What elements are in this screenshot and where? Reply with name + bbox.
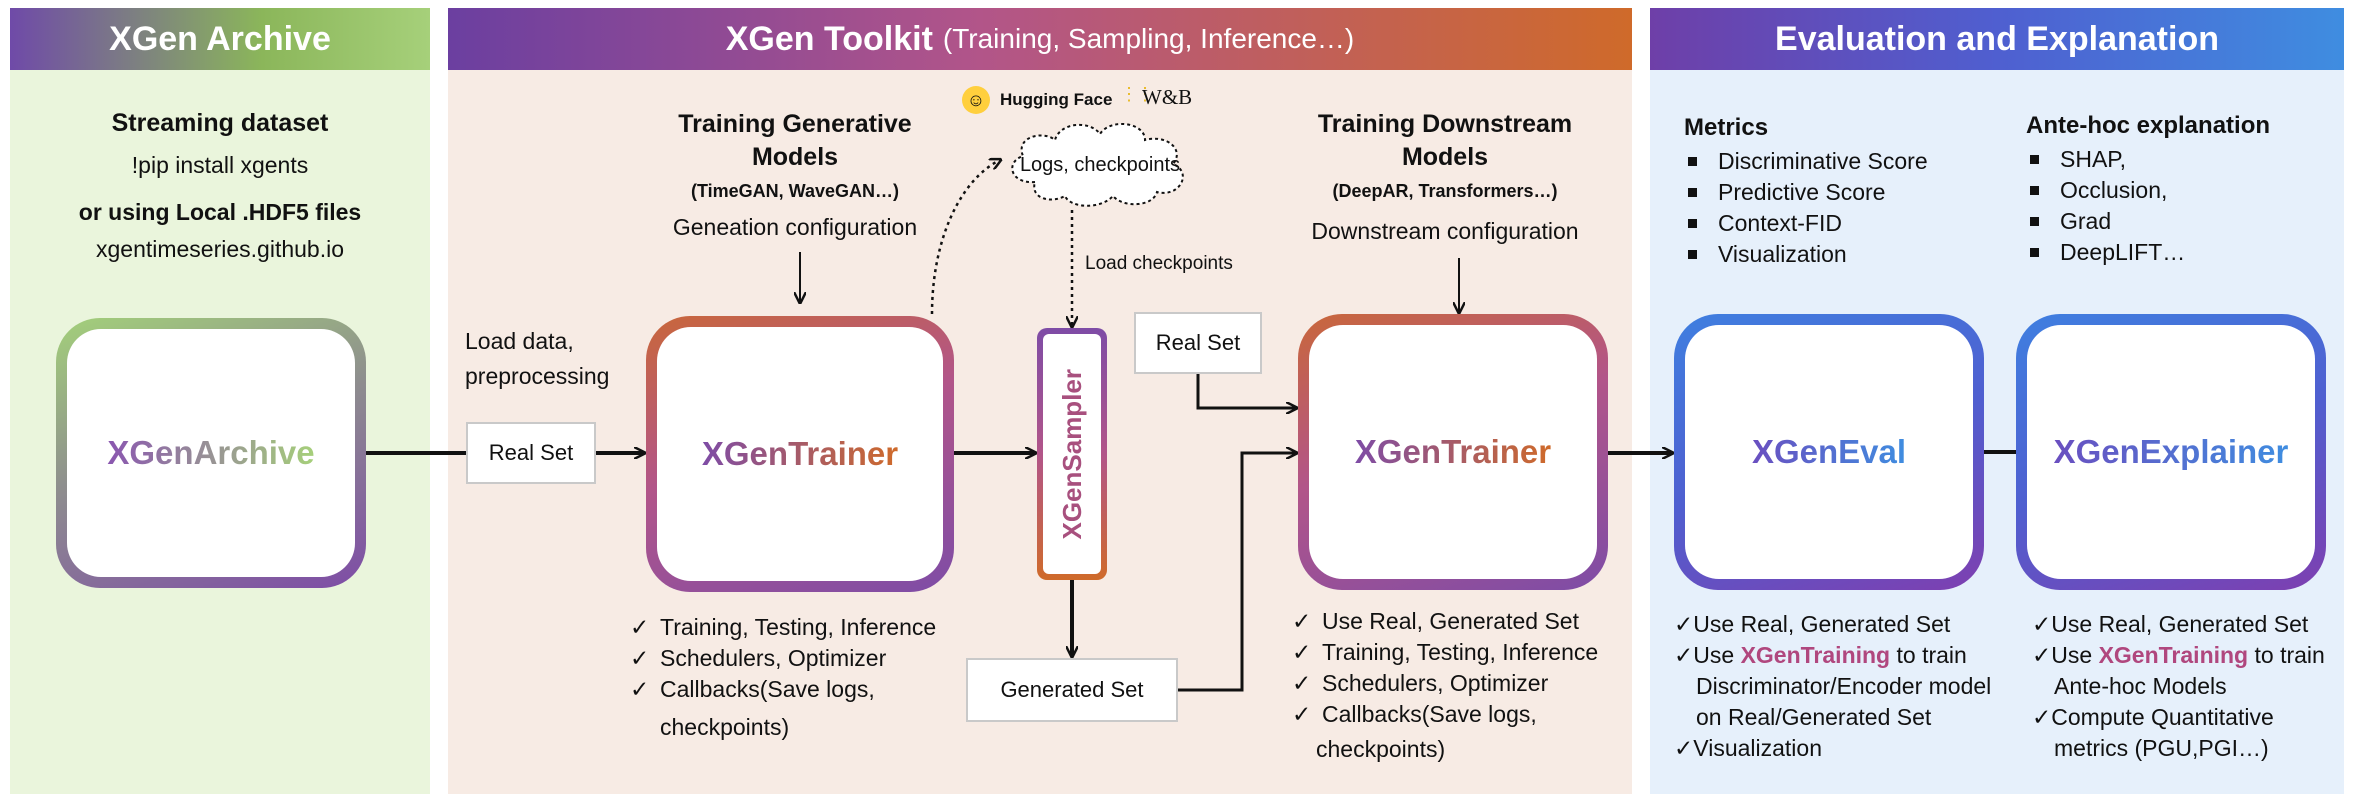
archive-header-title: XGen Archive [109, 19, 331, 58]
generation-config: Geneation configuration [672, 214, 918, 240]
xgentrainer-downstream-box[interactable]: XGenTrainer [1298, 314, 1608, 590]
xgenexplainer-box[interactable]: XGenExplainer [2016, 314, 2326, 590]
archive-site-link[interactable]: xgentimeseries.github.io [95, 236, 345, 262]
real-set-box[interactable]: Real Set [466, 422, 596, 484]
generative-models-title: Training Generative Models [678, 110, 912, 171]
antehoc-item: Grad [2028, 206, 2328, 237]
wandb-icon: ⋮⋮ [1120, 84, 1154, 104]
antehoc-title: Ante-hoc explanation [2026, 112, 2271, 139]
xgenarchive-box[interactable]: XGenArchive [56, 318, 366, 588]
check-item: ✓Compute Quantitative [2032, 704, 2274, 730]
xgenexplainer-label: XGenExplainer [2053, 433, 2289, 470]
hugging-face-label: Hugging Face [1000, 90, 1113, 109]
antehoc-list: SHAP, Occlusion, Grad DeepLIFT… [2028, 144, 2328, 268]
arrow-realset2-to-trainer2 [1196, 374, 1296, 408]
generative-models-list: (TimeGAN, WaveGAN…) [690, 181, 900, 201]
check-item: Schedulers, Optimizer [630, 643, 990, 674]
archive-title: Streaming dataset [111, 109, 329, 137]
evaluation-header: Evaluation and Explanation [1650, 8, 2344, 70]
xgensampler-box[interactable]: XGenSampler [1037, 328, 1107, 580]
evaluation-header-title: Evaluation and Explanation [1775, 19, 2219, 58]
metrics-list: Discriminative Score Predictive Score Co… [1686, 146, 1986, 270]
toolkit-header-title: XGen Toolkit [725, 19, 933, 58]
trainer2-check-continuation: checkpoints) [1316, 736, 1446, 762]
downstream-config: Downstream configuration [1311, 218, 1579, 244]
check-item: ✓Use XGenTraining to train [2032, 642, 2325, 668]
xgenarchive-label: XGenArchive [107, 434, 315, 471]
check-item: Schedulers, Optimizer [1292, 668, 1632, 699]
metric-item: Discriminative Score [1686, 146, 1986, 177]
wandb-label: W&B [1142, 85, 1193, 109]
metric-item: Context-FID [1686, 208, 1986, 239]
xgentrainer-generative-box[interactable]: XGenTrainer [646, 316, 954, 592]
arrow-trainer1-to-cloud [930, 160, 1000, 315]
xgeneval-box[interactable]: XGenEval [1674, 314, 1984, 590]
archive-header: XGen Archive [10, 8, 430, 70]
check-item: ✓Use Real, Generated Set [1674, 611, 1951, 637]
load-checkpoints-label: Load checkpoints [1085, 253, 1233, 274]
check-item: ✓Use Real, Generated Set [2032, 611, 2309, 637]
hugging-face-icon: ☺ [962, 86, 990, 114]
xgentrainer-downstream-label: XGenTrainer [1354, 433, 1552, 470]
xgeneval-label: XGenEval [1751, 433, 1907, 470]
metric-item: Visualization [1686, 239, 1986, 270]
logs-cloud-icon [1011, 122, 1184, 207]
real-set-box-2[interactable]: Real Set [1134, 312, 1262, 374]
trainer1-checklist: Training, Testing, Inference Schedulers,… [630, 612, 990, 705]
check-item: ✓Visualization [1674, 735, 1822, 761]
check-item: Training, Testing, Inference [630, 612, 990, 643]
metric-item: Predictive Score [1686, 177, 1986, 208]
toolkit-header: XGen Toolkit (Training, Sampling, Infere… [448, 8, 1632, 70]
xgentrainer-generative-label: XGenTrainer [701, 435, 899, 472]
antehoc-item: SHAP, [2028, 144, 2328, 175]
check-item: ✓Use XGenTraining to train [1674, 642, 1967, 668]
antehoc-item: Occlusion, [2028, 175, 2328, 206]
check-item: Callbacks(Save logs, [630, 674, 990, 705]
archive-pip-command: !pip install xgents [131, 152, 309, 178]
archive-local-files: or using Local .HDF5 files [78, 199, 362, 225]
metrics-title: Metrics [1684, 114, 1769, 141]
arrow-generated-to-trainer2 [1178, 453, 1296, 692]
check-item: Use Real, Generated Set [1292, 606, 1632, 637]
check-item: Callbacks(Save logs, [1292, 699, 1632, 730]
cloud-text: Logs, checkpoints [1019, 154, 1181, 176]
trainer1-check-continuation: checkpoints) [660, 714, 790, 740]
trainer2-checklist: Use Real, Generated Set Training, Testin… [1292, 606, 1632, 730]
generated-set-box[interactable]: Generated Set [966, 658, 1178, 722]
toolkit-header-subtitle: (Training, Sampling, Inference…) [942, 23, 1355, 54]
downstream-models-list: (DeepAR, Transformers…) [1332, 181, 1558, 201]
load-data-label: Load data, preprocessing [465, 328, 610, 389]
eval-checklist: ✓Use Real, Generated Set ✓Use XGenTraini… [1674, 609, 2004, 764]
explainer-checklist: ✓Use Real, Generated Set ✓Use XGenTraini… [2032, 609, 2342, 764]
check-item: Training, Testing, Inference [1292, 637, 1632, 668]
antehoc-item: DeepLIFT… [2028, 237, 2328, 268]
downstream-models-title: Training Downstream Models [1317, 110, 1573, 171]
